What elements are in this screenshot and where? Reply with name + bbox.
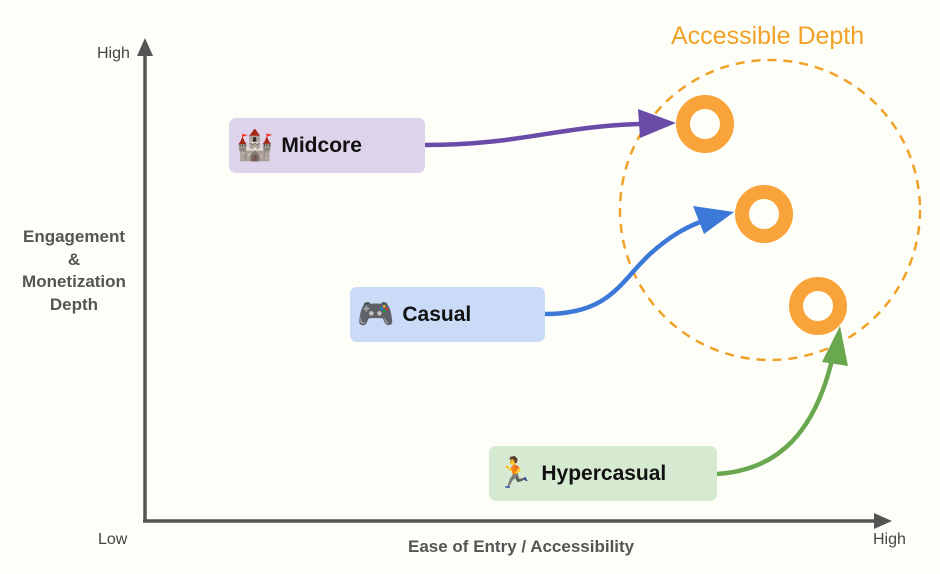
castle-icon: 🏰 — [236, 127, 274, 163]
y-axis-label-line: Monetization — [22, 272, 126, 291]
y-axis-arrowhead — [137, 38, 153, 56]
genre-box-midcore: 🏰 Midcore — [229, 118, 425, 173]
genre-label: Midcore — [281, 133, 362, 157]
hypercasual-arrowhead — [822, 326, 848, 366]
midcore-target-ring — [676, 95, 734, 153]
y-axis-low-label: Low — [98, 531, 128, 548]
genre-box-hypercasual: 🏃 Hypercasual — [489, 446, 717, 501]
midcore-arrow — [424, 121, 641, 148]
x-axis-high-label: High — [873, 531, 906, 548]
casual-arrow — [544, 219, 701, 317]
y-axis-label-line: & — [67, 249, 81, 269]
gamepad-icon: 🎮 — [357, 296, 395, 332]
x-axis-label: Ease of Entry / Accessibility — [408, 537, 635, 556]
midcore-arrowhead — [638, 109, 676, 138]
genre-label: Hypercasual — [541, 461, 667, 485]
runner-icon: 🏃 — [496, 455, 534, 491]
genre-label: Casual — [402, 302, 472, 326]
x-axis-arrowhead — [874, 513, 892, 529]
y-axis-label-line: Engagement — [22, 227, 126, 246]
y-axis-label-line: Depth — [49, 294, 99, 314]
y-axis-high-label: High — [97, 45, 130, 62]
hypercasual-target-ring — [789, 277, 847, 335]
accessible-depth-region — [618, 58, 922, 362]
hypercasual-arrow — [716, 359, 835, 477]
region-title: Accessible Depth — [671, 22, 865, 50]
genre-box-casual: 🎮 Casual — [350, 287, 545, 342]
casual-arrowhead — [693, 206, 734, 234]
y-axis-label: Engagement & Monetization Depth — [8, 226, 140, 316]
casual-target-ring — [735, 185, 793, 243]
